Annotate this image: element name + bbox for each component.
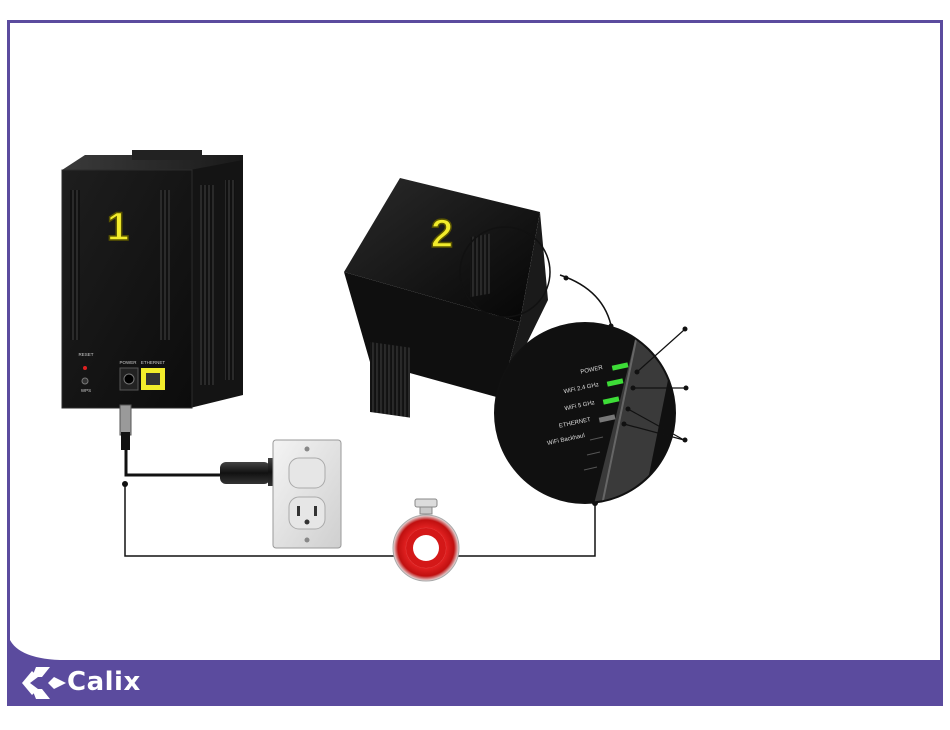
led-zoom: POWER WiFi 2.4 GHz WiFi 5 GHz ETHERNET W… [495, 320, 680, 520]
timing-line [122, 481, 598, 556]
wps-label: WPS [81, 388, 91, 393]
step-2-number: 2 [431, 212, 453, 256]
ethernet-port-label: ETHERNET [141, 360, 166, 365]
power-port-label: POWER [119, 360, 137, 365]
callout-connector [560, 275, 612, 330]
left-border [7, 20, 10, 670]
wall-outlet [273, 440, 341, 548]
stopwatch-icon [393, 499, 459, 581]
reset-label: RESET [78, 352, 93, 357]
step-1-number: 1 [107, 205, 129, 249]
top-border [7, 20, 943, 23]
router-rear: 1 RESET WPS POWER ETHERNET [62, 150, 243, 408]
calix-logo-text: Calix [67, 667, 141, 697]
right-border [940, 20, 943, 670]
footer-band [7, 630, 943, 706]
